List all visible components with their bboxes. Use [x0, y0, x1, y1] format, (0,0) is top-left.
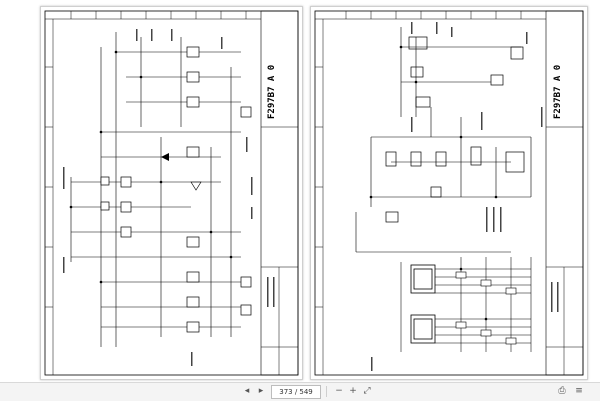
- fit-page-icon[interactable]: ⤢: [363, 386, 371, 396]
- page-code-label: F297B7 A 0: [553, 64, 563, 119]
- viewer-toolbar: ◂ ▸ 373 / 549 − + ⤢ ⎙ ≡: [0, 382, 600, 401]
- right-page: F297B7 A 0: [310, 6, 588, 380]
- zoom-in-icon[interactable]: +: [349, 386, 357, 396]
- next-icon[interactable]: ▸: [258, 386, 264, 396]
- page-code-label: F297B7 A 0: [267, 64, 277, 119]
- zoom-out-icon[interactable]: −: [335, 386, 343, 396]
- page-number-field[interactable]: 373 / 549: [271, 385, 321, 399]
- left-schematic: [44, 10, 299, 376]
- toolbar-divider: [326, 386, 327, 397]
- left-page: F297B7 A 0: [40, 6, 303, 380]
- previous-icon[interactable]: ◂: [244, 386, 250, 396]
- right-schematic: [314, 10, 584, 376]
- print-icon[interactable]: ⎙: [558, 386, 566, 396]
- menu-icon[interactable]: ≡: [575, 386, 583, 396]
